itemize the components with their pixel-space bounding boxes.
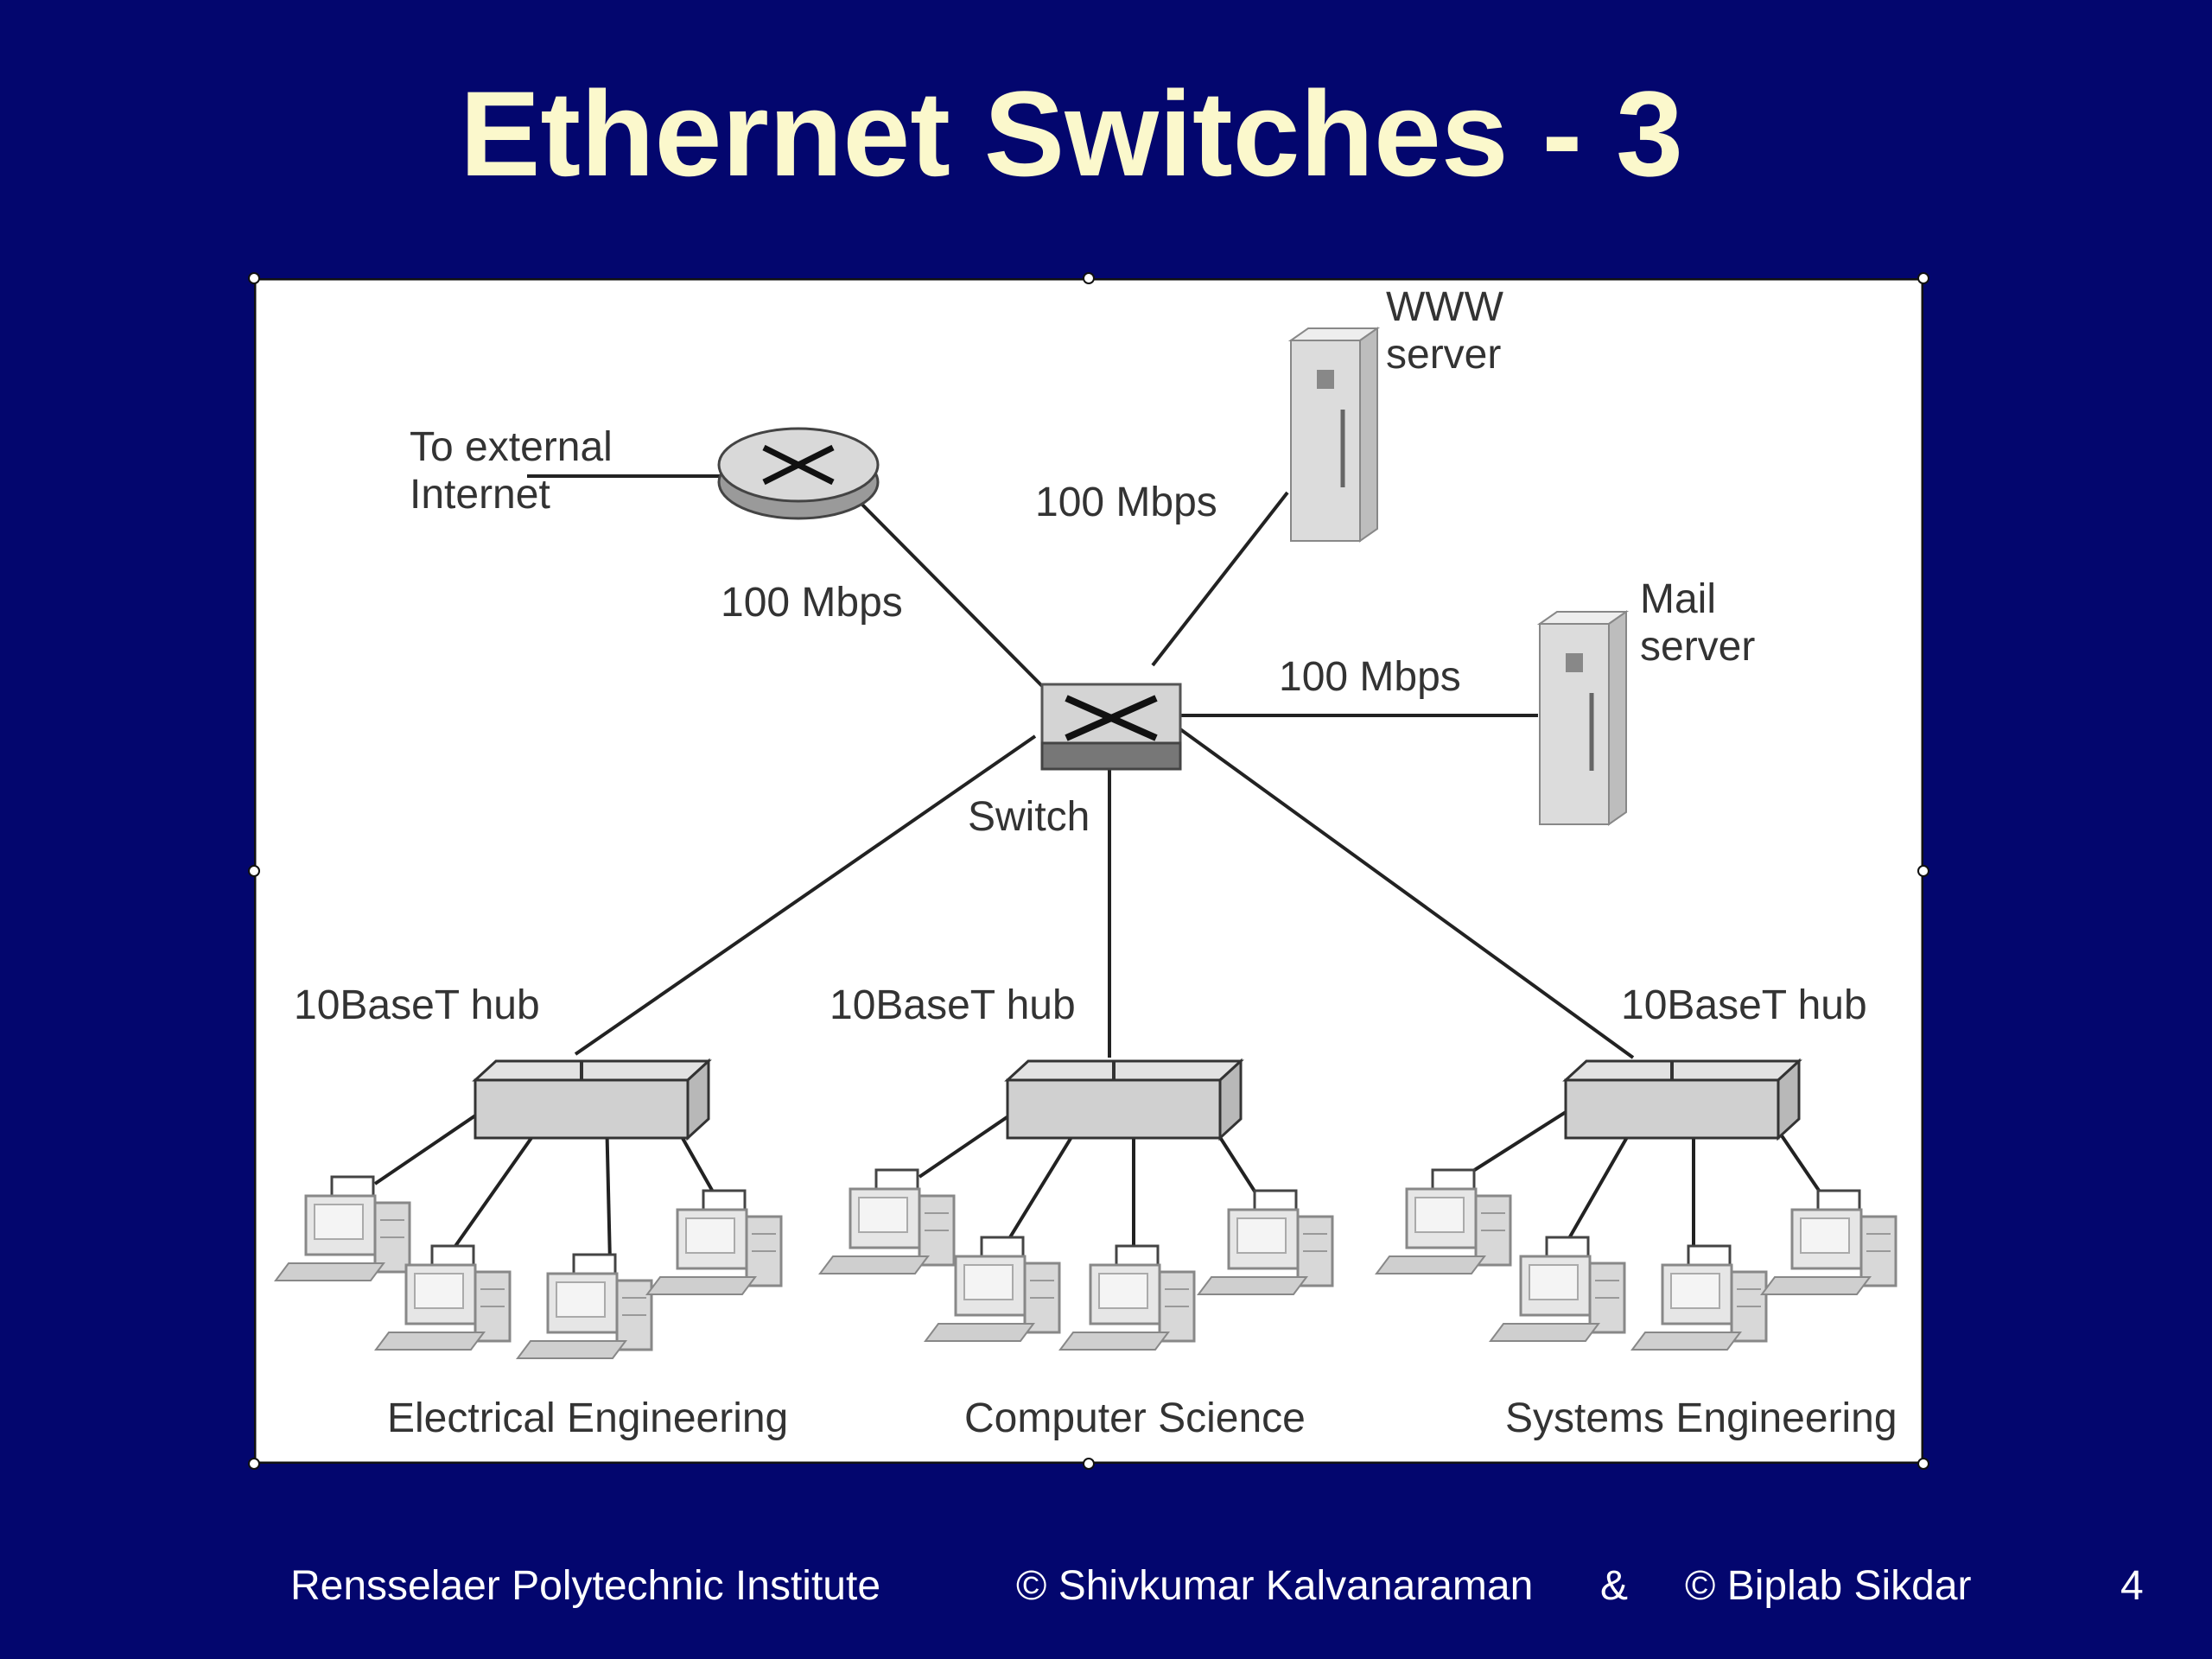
link-speed-label-router: 100 Mbps [721,580,903,626]
resize-handle-right[interactable] [1917,865,1929,877]
external-internet-label: To external Internet [410,424,613,518]
resize-handle-left[interactable] [248,865,260,877]
mail-server-label: Mail server [1640,576,1756,671]
resize-handle-bottom-left[interactable] [248,1458,260,1470]
resize-handle-bottom-right[interactable] [1917,1458,1929,1470]
network-diagram: To external Internet WWW server Mail ser… [248,272,1929,1470]
slide-title: Ethernet Switches - 3 [460,66,1683,201]
hub-center-icon [1006,1059,1243,1140]
www-server-label: WWW server [1386,284,1503,378]
footer-institute: Rensselaer Polytechnic Institute [290,1563,881,1609]
resize-handle-top[interactable] [1083,272,1095,284]
router-icon [717,427,880,520]
computers-electrical-engineering [274,1175,783,1360]
dept-label-systems-engineering: Systems Engineering [1505,1395,1897,1441]
hub-center-label: 10BaseT hub [830,982,1076,1028]
resize-handle-top-left[interactable] [248,272,260,284]
dept-label-electrical-engineering: Electrical Engineering [387,1395,789,1441]
computers-systems-engineering [1375,1168,1897,1351]
hub-left-icon [474,1059,710,1140]
footer-ampersand: & [1600,1563,1629,1609]
www-server-icon [1291,328,1377,541]
hub-right-label: 10BaseT hub [1621,982,1867,1028]
resize-handle-bottom[interactable] [1083,1458,1095,1470]
switch-icon [1040,683,1182,771]
switch-label: Switch [968,794,1090,840]
hub-right-icon [1564,1059,1801,1140]
link-speed-label-www: 100 Mbps [1035,480,1217,525]
mail-server-icon [1540,612,1626,824]
computers-computer-science [818,1168,1334,1351]
footer-page-number: 4 [2120,1563,2144,1609]
hub-left-label: 10BaseT hub [294,982,540,1028]
connection-lines [527,474,1635,1059]
footer-author-2: © Biplab Sikdar [1685,1563,1972,1609]
resize-handle-top-right[interactable] [1917,272,1929,284]
dept-label-computer-science: Computer Science [964,1395,1306,1441]
link-speed-label-mail: 100 Mbps [1279,654,1461,700]
footer-author-1: © Shivkumar Kalvanaraman [1016,1563,1534,1609]
